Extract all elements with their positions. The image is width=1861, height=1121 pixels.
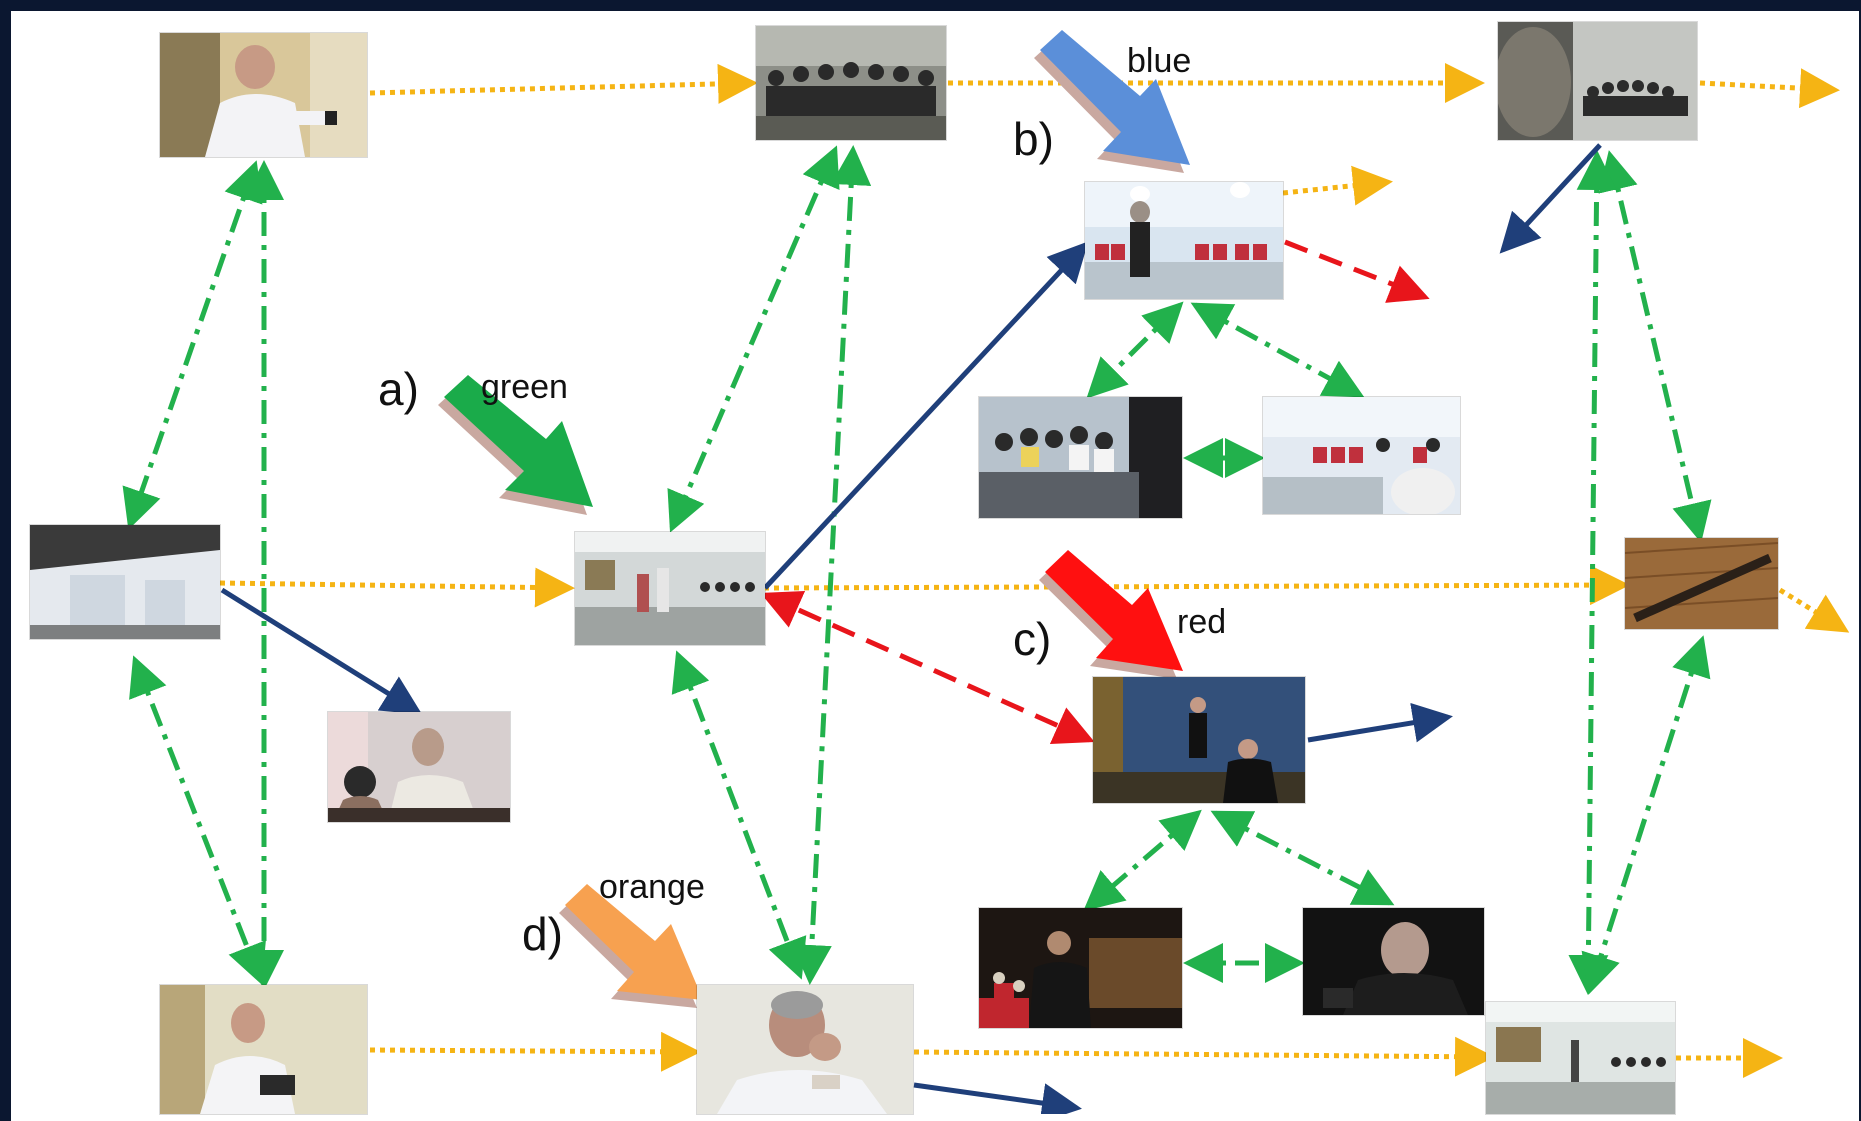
label-c-letter: c) bbox=[1013, 613, 1052, 665]
thumbnail-hall-windows-left bbox=[30, 525, 220, 639]
label-c-color: red bbox=[1177, 603, 1227, 641]
navy-arrow bbox=[1499, 143, 1602, 254]
thumbnail-audience-right bbox=[1263, 397, 1460, 514]
orange-arrow bbox=[763, 565, 1630, 606]
label-b-color: blue bbox=[1127, 42, 1192, 80]
green-arrow bbox=[671, 650, 807, 980]
thumbnail-audience-left bbox=[979, 397, 1182, 518]
orange-arrow bbox=[1699, 68, 1840, 109]
thumbnail-speaker-chairs bbox=[1085, 182, 1283, 299]
green-arrow bbox=[129, 655, 266, 985]
navy-arrow bbox=[913, 1082, 1082, 1114]
navy-arrow bbox=[763, 241, 1089, 590]
orange-arrow bbox=[1778, 587, 1850, 633]
thumbnail-man-seated-bottom bbox=[160, 985, 367, 1114]
green-arrow bbox=[1568, 150, 1617, 995]
label-d-letter: d) bbox=[522, 908, 563, 960]
thumbnail-man-thinking bbox=[697, 985, 913, 1114]
thumbnail-group-circle-top bbox=[756, 26, 946, 140]
thumbnail-couple-seated bbox=[328, 712, 510, 822]
thumbnail-face-closeup-top bbox=[1498, 22, 1697, 140]
pointer-arrows bbox=[438, 30, 1190, 1008]
green-arrow bbox=[122, 160, 263, 530]
thumbnail-two-speakers-hall bbox=[575, 532, 765, 645]
navy-solid-arrows bbox=[220, 143, 1602, 1114]
orange-pointer-arrow bbox=[559, 884, 703, 1008]
red-dashed-arrows bbox=[760, 239, 1430, 745]
label-a-color: green bbox=[481, 368, 568, 406]
thumbnail-stage-dark bbox=[979, 908, 1182, 1028]
thumbnail-stage-two-actors bbox=[1093, 677, 1305, 803]
orange-arrow bbox=[1282, 165, 1393, 206]
green-arrow bbox=[791, 145, 872, 985]
label-a-letter: a) bbox=[378, 363, 419, 415]
orange-arrow bbox=[219, 567, 575, 608]
red-pointer-arrow bbox=[1039, 550, 1183, 679]
navy-arrow bbox=[220, 587, 423, 715]
green-arrow bbox=[667, 145, 840, 533]
label-b-letter: b) bbox=[1013, 113, 1054, 165]
green-dashdot-arrows bbox=[122, 145, 1712, 995]
thumbnail-empty-hall-bottom bbox=[1486, 1002, 1675, 1114]
green-arrow bbox=[1083, 809, 1202, 912]
red-arrow bbox=[760, 590, 1095, 745]
orange-arrow bbox=[369, 63, 758, 104]
thumbnail-man-dark-closeup bbox=[1303, 908, 1484, 1015]
thumbnail-man-seated-top bbox=[160, 33, 367, 157]
green-arrow bbox=[1581, 635, 1711, 995]
navy-arrow bbox=[1307, 702, 1453, 743]
blue-pointer-arrow bbox=[1034, 30, 1190, 173]
orange-dotted-arrows bbox=[219, 63, 1850, 1078]
orange-arrow bbox=[913, 1036, 1495, 1077]
orange-arrow bbox=[369, 1031, 701, 1072]
green-arrow bbox=[1086, 301, 1184, 399]
red-arrow bbox=[1284, 239, 1430, 303]
green-arrow bbox=[1210, 810, 1395, 906]
label-d-color: orange bbox=[599, 868, 705, 906]
green-pointer-arrow bbox=[438, 375, 593, 515]
green-arrow bbox=[1190, 302, 1365, 398]
green-arrow bbox=[1598, 150, 1712, 543]
thumbnail-wood-beam bbox=[1625, 538, 1778, 629]
